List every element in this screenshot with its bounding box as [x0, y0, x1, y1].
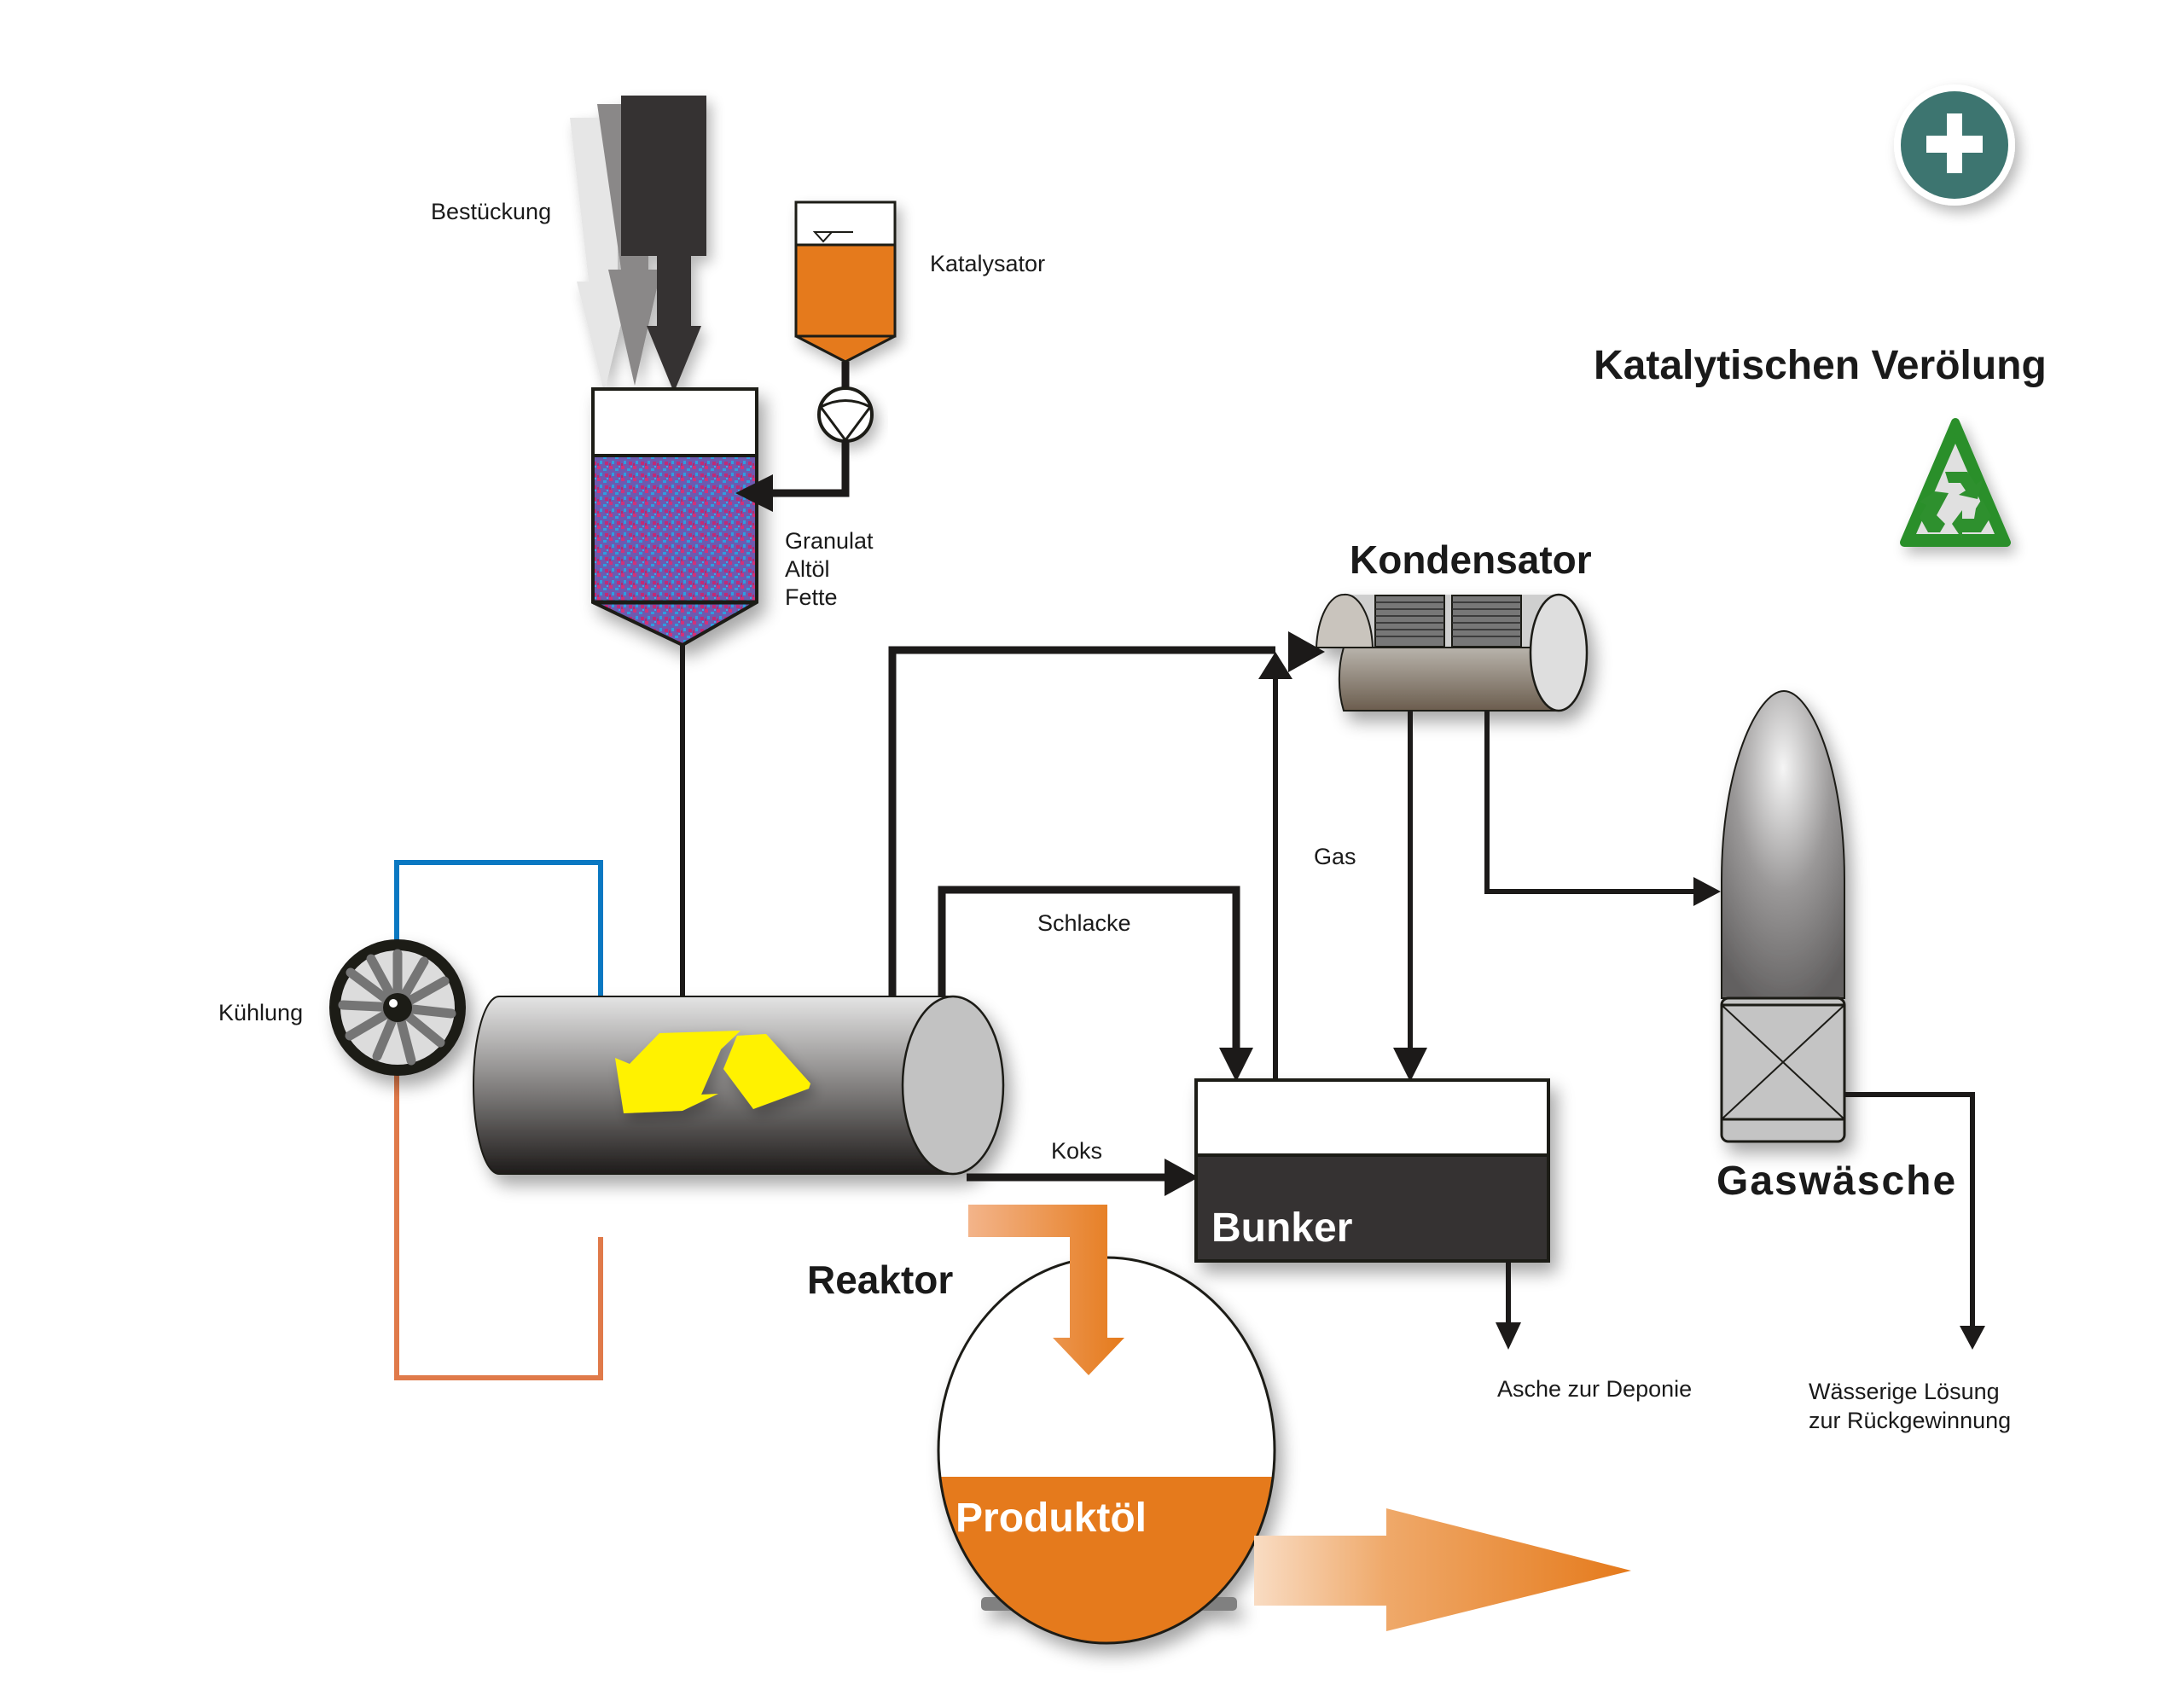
pipe-kat-to-hopper: [772, 440, 850, 497]
pipe-schlacke: [938, 886, 1240, 1049]
label-waessrig-2: zur Rückgewinnung: [1809, 1408, 2011, 1433]
feed-hopper: [591, 387, 758, 648]
label-waessrig-1: Wässerige Lösung: [1809, 1379, 2000, 1404]
oil-flow-pipe: [968, 1205, 1124, 1375]
arrowhead-gas-bunker: [1393, 1048, 1427, 1082]
page-title: Katalytischen Verölung: [1594, 343, 2047, 388]
label-bunker: Bunker: [1211, 1205, 1352, 1251]
recycle-warning-icon: [1900, 418, 2011, 547]
feed-arrows-bestueckung: [570, 96, 706, 392]
arrowhead-kondensator-in: [1288, 631, 1325, 672]
label-koks: Koks: [1051, 1138, 1102, 1164]
label-katalysator: Katalysator: [930, 251, 1045, 276]
recycle-flakes-icon: [615, 1031, 810, 1113]
arrowhead-koks: [1165, 1159, 1199, 1196]
pump-icon: [817, 386, 874, 443]
arrowhead-asche: [1496, 1322, 1521, 1350]
feed-text: Granulat Altöl Fette: [785, 528, 874, 610]
pipe-gaswaesche-out: [1844, 1092, 1975, 1327]
reaktor-vessel: [473, 995, 1005, 1176]
cooling-fan-icon: [329, 939, 466, 1076]
condenser-coils: [1374, 595, 1522, 648]
label-gas: Gas: [1314, 844, 1356, 869]
label-gaswaesche: Gaswäsche: [1716, 1159, 1957, 1204]
katalysator-tank: [794, 200, 897, 363]
kondensator-vessel: [1315, 593, 1589, 712]
product-output-arrow: [1254, 1508, 1631, 1631]
bunker-tank: [1194, 1078, 1550, 1263]
label-fette: Fette: [785, 584, 838, 610]
label-asche: Asche zur Deponie: [1497, 1376, 1692, 1402]
coolant-return-line: [394, 1075, 603, 1380]
pipe-reaktor-to-kondensator: [888, 646, 1275, 996]
label-kondensator: Kondensator: [1350, 537, 1592, 582]
arrowhead-schlacke: [1219, 1048, 1253, 1082]
label-schlacke: Schlacke: [1037, 910, 1131, 936]
arrowhead-waessrig: [1960, 1326, 1985, 1350]
arrowhead-kat: [735, 474, 773, 512]
arrowhead-up-kondensator: [1258, 652, 1292, 679]
plus-icon[interactable]: [1894, 84, 2015, 206]
label-reaktor: Reaktor: [807, 1258, 953, 1302]
pipe-kondensator-to-gaswaesche: [1484, 711, 1693, 894]
label-kuehlung: Kühlung: [218, 1000, 303, 1025]
label-produktoel: Produktöl: [956, 1496, 1147, 1541]
gaswaesche-tower: [1720, 689, 1846, 1143]
label-altoel: Altöl: [785, 556, 830, 582]
label-bestueckung: Bestückung: [431, 199, 551, 224]
label-granulat: Granulat: [785, 528, 874, 554]
coolant-supply-line: [394, 860, 603, 1000]
arrowhead-gaswaesche-in: [1693, 877, 1721, 906]
